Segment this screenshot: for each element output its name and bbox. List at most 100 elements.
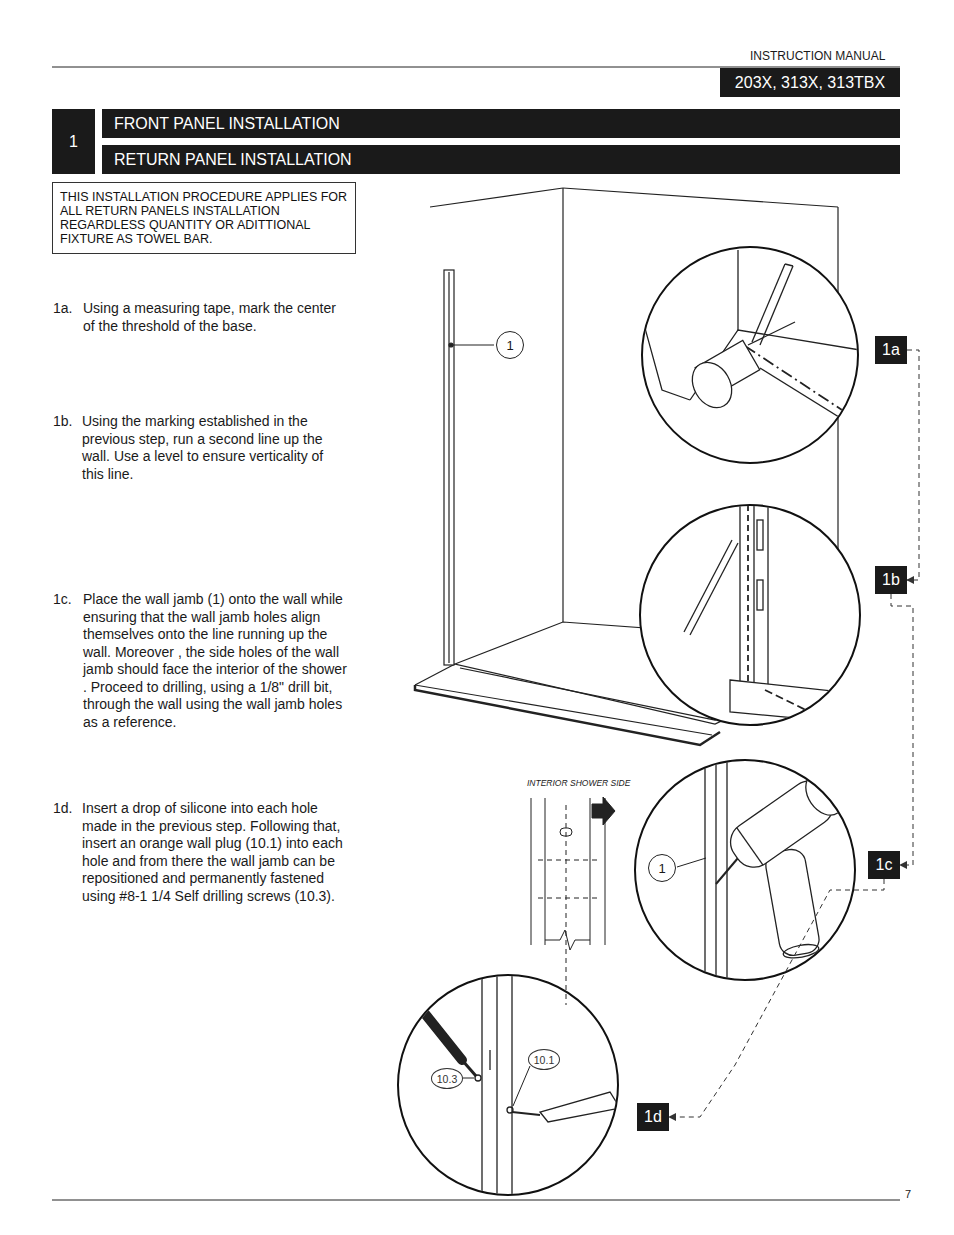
callout-number: 1 [648, 854, 676, 882]
section-bar-text: FRONT PANEL INSTALLATION [114, 115, 340, 133]
detail-1d-part-part [482, 975, 512, 1200]
note-box: THIS INSTALLATION PROCEDURE APPLIES FOR … [52, 182, 356, 254]
detail-1a-part-part [684, 355, 739, 415]
detail-1a-part-part [752, 264, 785, 342]
callout-number-text: 1 [506, 338, 513, 353]
step-label: 1b. [53, 413, 81, 431]
detail-1c-part-part [705, 760, 727, 985]
detail-1b-part [640, 505, 860, 725]
shower-illustration-part [444, 270, 454, 665]
detail-1d-part [398, 975, 618, 1195]
interior-side-section-part [545, 930, 590, 950]
step-number-box-text: 1 [69, 133, 78, 151]
detail-1b-part-part [740, 500, 768, 690]
detail-1c-part [705, 760, 851, 985]
interior-side-section-part [592, 797, 615, 825]
detail-1b-part-part [730, 680, 870, 725]
part-callout: 10.3 [431, 1068, 463, 1089]
detail-1d-part-part [507, 1107, 513, 1113]
detail-1b-part-part [684, 540, 732, 632]
model-box-text: 203X, 313X, 313TBX [735, 74, 885, 92]
shower-illustration-part [449, 343, 453, 347]
detail-1a-part-part [785, 264, 793, 266]
page-rule-part [52, 1200, 900, 1201]
interior-side-section-part [590, 798, 591, 945]
section-bar-text: RETURN PANEL INSTALLATION [114, 151, 352, 169]
detail-1c-part-part-part [737, 828, 763, 866]
detail-1d-part-part [512, 1112, 540, 1115]
interior-side-section-part [531, 798, 532, 945]
note-box-text: THIS INSTALLATION PROCEDURE APPLIES FOR … [60, 190, 348, 246]
callout-number: 1 [496, 331, 524, 359]
detail-tag-text: 1d [644, 1108, 662, 1126]
step-label: 1c. [53, 591, 81, 609]
interior-side-section-part [538, 860, 600, 861]
shower-illustration-part [415, 664, 455, 685]
part-callout-text: 10.1 [534, 1054, 554, 1066]
detail-1a-part [640, 250, 860, 430]
step-text: Using the marking established in the pre… [82, 413, 340, 483]
step-text: Insert a drop of silicone into each hole… [82, 800, 350, 905]
page-number: 7 [905, 1188, 911, 1202]
page-rule [52, 67, 900, 1200]
detail-tag-text: 1c [876, 856, 893, 874]
dashed-connector [669, 879, 884, 1117]
detail-1c-part-part [716, 858, 738, 884]
model-box: 203X, 313X, 313TBX [720, 68, 900, 97]
detail-1c-part-part-part [723, 773, 841, 875]
part-callout-text: 10.3 [437, 1073, 457, 1085]
interior-side-section-part [545, 798, 546, 945]
detail-1a-part-part [745, 346, 845, 412]
shower-illustration-part [562, 188, 563, 622]
detail-tag: 1c [868, 851, 900, 879]
detail-1a-part-part [737, 250, 738, 330]
interior-side-section-part [566, 805, 567, 1005]
interior-side-section [531, 797, 615, 1005]
dashed-connector [891, 594, 913, 865]
section-caption: INTERIOR SHOWER SIDE [527, 778, 630, 789]
detail-1b-part-part [765, 690, 810, 712]
shower-illustration-part [563, 188, 838, 207]
detail-1b-part-part [753, 500, 754, 690]
interior-side-section-part [538, 898, 600, 899]
detail-1d-part [463, 1078, 474, 1079]
detail-1a-part-part [760, 266, 793, 345]
detail-tag: 1b [875, 566, 907, 594]
detail-1b-part-part [690, 543, 738, 635]
detail-1c-part-part-part [782, 942, 820, 960]
detail-1a-part [642, 247, 858, 463]
detail-1b-part-part [757, 580, 763, 610]
detail-1d-part [418, 975, 620, 1200]
detail-1b-part-part [747, 505, 749, 712]
step-label: 1d. [53, 800, 81, 818]
detail-1b-part-part [757, 520, 763, 550]
detail-1c [635, 760, 855, 985]
detail-1c-part [635, 760, 855, 980]
shower-illustration-part [415, 685, 712, 735]
detail-1b [640, 500, 870, 725]
detail-tag: 1d [637, 1103, 669, 1131]
detail-1d-part-part [462, 1060, 476, 1076]
callout-number-text: 1 [658, 861, 665, 876]
detail-1c-part-part [764, 847, 822, 960]
step-number-box: 1 [52, 109, 95, 174]
step-text: Using a measuring tape, mark the center … [83, 300, 338, 335]
shower-illustration-part [451, 344, 494, 345]
detail-1c-part-part [723, 766, 851, 875]
manual-header: INSTRUCTION MANUAL [750, 49, 885, 64]
detail-1c-part-part [715, 760, 716, 985]
detail-1d-part-part [489, 1050, 490, 1070]
detail-1d [398, 975, 620, 1200]
detail-1d-part-part [475, 1075, 481, 1081]
detail-1c-part [635, 760, 855, 980]
part-callout: 10.1 [528, 1049, 560, 1070]
detail-tag-text: 1a [882, 341, 900, 359]
detail-1c-part [677, 858, 706, 867]
section-bar: FRONT PANEL INSTALLATION [102, 109, 900, 138]
detail-1a [640, 247, 860, 463]
shower-illustration-part [430, 188, 563, 207]
detail-tag: 1a [875, 336, 907, 364]
detail-1a-part-part [760, 368, 860, 430]
detail-1d-part-part [540, 1092, 620, 1122]
